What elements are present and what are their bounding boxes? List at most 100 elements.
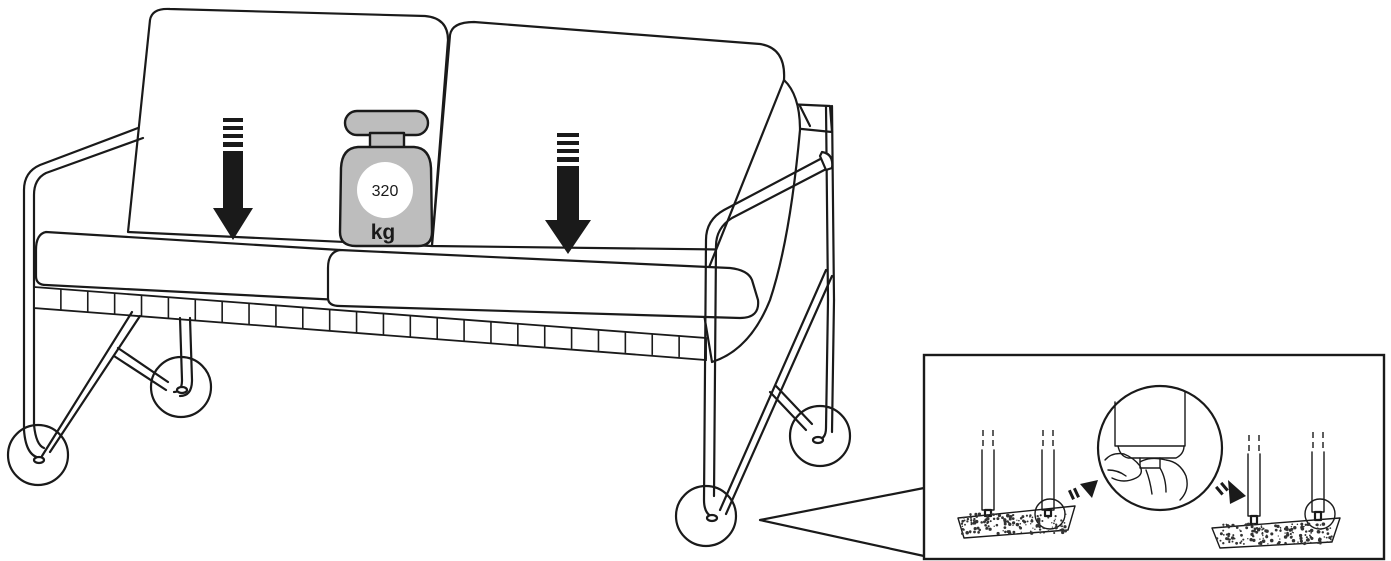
ground-speck xyxy=(1006,530,1010,534)
ground-speck xyxy=(1022,519,1025,523)
detail-inset xyxy=(922,353,1386,561)
ground-speck xyxy=(1037,519,1041,523)
ground-speck xyxy=(1051,526,1054,528)
ground-speck xyxy=(1026,520,1029,523)
ground-speck xyxy=(1292,532,1294,534)
ground-speck xyxy=(1001,516,1004,520)
ground-speck xyxy=(962,516,965,519)
ground-speck xyxy=(984,521,986,523)
ground-speck xyxy=(1054,515,1057,518)
ground-speck xyxy=(1326,541,1329,543)
ground-speck xyxy=(1019,522,1022,525)
sofa-illustration: 320 kg xyxy=(6,7,852,548)
ground-speck xyxy=(1019,517,1023,520)
ground-speck xyxy=(1274,528,1278,532)
ground-speck xyxy=(1222,529,1225,532)
right-seat-cushion xyxy=(326,248,760,320)
ground-speck xyxy=(989,520,992,523)
ground-speck xyxy=(1299,539,1303,543)
ground-speck xyxy=(1054,518,1056,520)
ground-speck xyxy=(1329,538,1332,541)
ground-speck xyxy=(1270,532,1274,536)
ground-speck xyxy=(1269,538,1274,543)
ground-speck xyxy=(1247,538,1249,540)
ground-speck xyxy=(1276,524,1280,529)
ground-speck xyxy=(995,513,998,516)
ground-speck xyxy=(1249,538,1253,542)
ground-speck xyxy=(1286,533,1290,537)
down-arrow-icon xyxy=(545,133,591,254)
ground-speck xyxy=(1019,526,1023,530)
ground-speck xyxy=(1009,530,1011,533)
ground-speck xyxy=(964,523,966,526)
ground-speck xyxy=(1012,530,1016,534)
step-arrow-icon xyxy=(1067,480,1098,500)
ground-speck xyxy=(1297,541,1299,543)
ground-speck xyxy=(1222,542,1225,545)
ground-speck xyxy=(1304,541,1306,543)
ground-speck xyxy=(1317,538,1322,542)
ground-speck xyxy=(1020,531,1022,533)
left-legs xyxy=(22,310,194,465)
step-3-leveled xyxy=(1211,432,1341,549)
ground-speck xyxy=(1319,541,1322,545)
ground-speck xyxy=(1259,538,1261,540)
ground-speck xyxy=(1274,524,1278,528)
ground-speck xyxy=(995,523,999,527)
ground-speck xyxy=(1018,519,1020,522)
ground-speck xyxy=(1276,542,1281,546)
ground-speck xyxy=(1025,524,1027,526)
ground-speck xyxy=(972,519,975,522)
ground-speck xyxy=(1300,522,1304,526)
foot-marker-back-left xyxy=(149,355,213,419)
ground-speck xyxy=(1284,541,1287,545)
ground-speck xyxy=(1038,525,1041,529)
ground-speck xyxy=(1041,519,1044,523)
ground-speck xyxy=(1006,520,1009,523)
ground-speck xyxy=(1225,523,1228,526)
ground-speck xyxy=(1310,536,1314,540)
ground-speck xyxy=(980,521,983,524)
ground-speck xyxy=(1029,515,1031,518)
ground-speck xyxy=(992,517,996,521)
ground-speck xyxy=(1303,542,1306,546)
ground-speck xyxy=(977,531,980,534)
ground-speck xyxy=(974,519,979,524)
ground-speck xyxy=(1239,541,1242,545)
ground-speck xyxy=(984,523,987,527)
ground-speck xyxy=(966,520,969,523)
down-arrow-icon xyxy=(213,118,253,240)
ground-speck xyxy=(966,517,970,521)
ground-speck xyxy=(1262,534,1264,537)
ground-speck xyxy=(1229,525,1231,527)
ground-speck xyxy=(1279,526,1282,529)
ground-speck xyxy=(1329,527,1332,529)
ground-speck xyxy=(1222,523,1225,526)
ground-speck xyxy=(1303,525,1305,528)
ground-speck xyxy=(1034,528,1036,530)
ground-speck xyxy=(1296,523,1299,526)
ground-speck xyxy=(1054,526,1058,530)
weight-value: 320 xyxy=(372,183,399,200)
ground-speck xyxy=(1235,541,1239,545)
ground-speck xyxy=(1330,540,1333,543)
foot-marker-back-right xyxy=(788,404,852,468)
ground-speck xyxy=(976,526,980,530)
ground-speck xyxy=(1277,535,1279,537)
ground-speck xyxy=(1065,513,1067,515)
ground-speck xyxy=(1063,522,1066,524)
ground-speck xyxy=(1260,525,1263,527)
ground-speck xyxy=(988,527,992,531)
ground-speck xyxy=(1321,522,1326,526)
ground-speck xyxy=(1233,537,1236,540)
ground-speck xyxy=(1012,521,1015,525)
ground-speck xyxy=(1232,525,1234,527)
ground-speck xyxy=(1304,523,1307,526)
ground-speck xyxy=(1219,532,1223,536)
ground-speck xyxy=(1309,528,1314,533)
ground-speck xyxy=(977,512,982,516)
ground-speck xyxy=(973,517,976,521)
ground-speck xyxy=(996,517,1000,521)
ground-speck xyxy=(1261,532,1264,535)
